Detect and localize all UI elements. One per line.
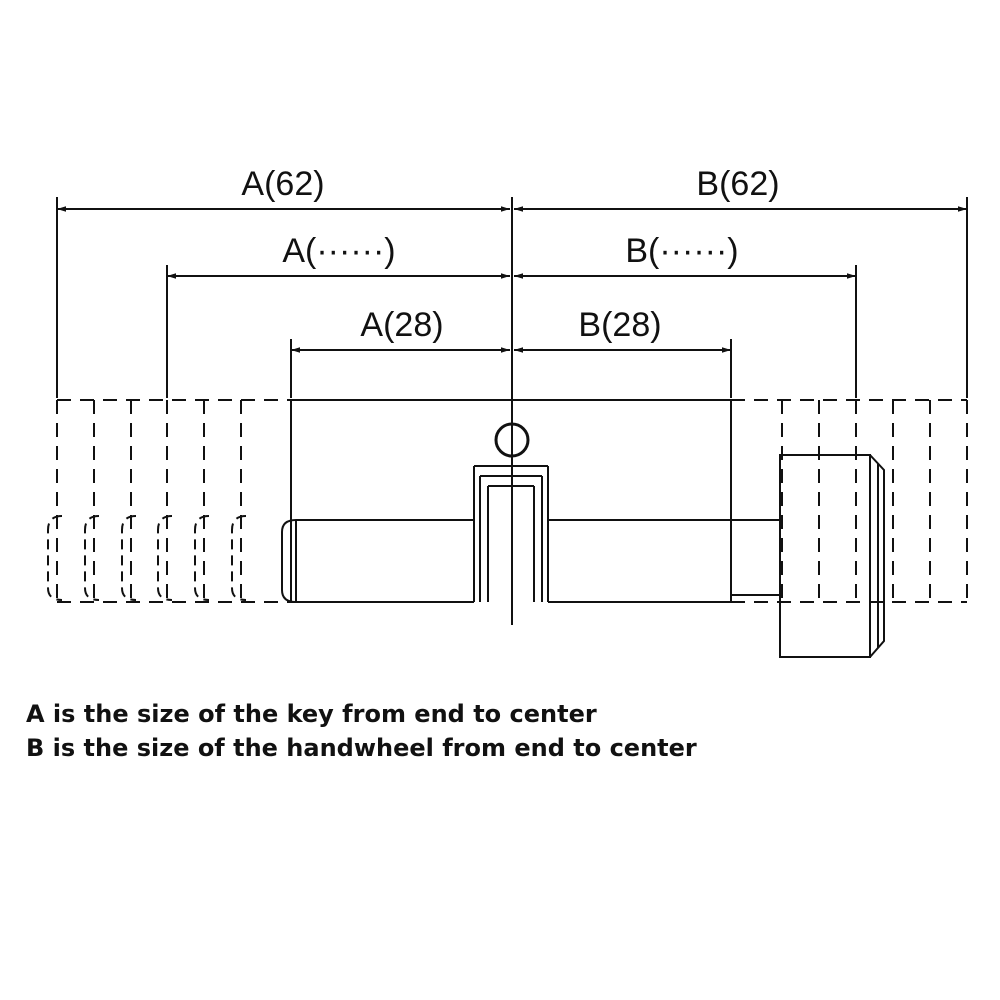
- cylinder-body: [281, 399, 732, 603]
- handwheel-shaft: [731, 519, 780, 596]
- dim-label-a-outer: A(62): [241, 165, 324, 203]
- cam-slot: [473, 465, 549, 602]
- dim-label-b-middle: B(······): [625, 232, 738, 270]
- dashed-key-caps: [47, 515, 247, 601]
- dim-label-b-inner: B(28): [578, 306, 661, 344]
- dim-label-b-outer: B(62): [696, 165, 779, 203]
- dashed-alternate-lengths: [56, 399, 968, 603]
- caption-a: A is the size of the key from end to cen…: [26, 700, 597, 728]
- dimension-lines: [57, 206, 967, 353]
- handwheel-knob: [779, 454, 885, 658]
- dim-label-a-inner: A(28): [360, 306, 443, 344]
- lock-cylinder-diagram: A(62) B(62) A(······) B(······) A(28) B(…: [47, 165, 968, 658]
- caption-b: B is the size of the handwheel from end …: [26, 734, 697, 762]
- dim-label-a-middle: A(······): [282, 232, 395, 270]
